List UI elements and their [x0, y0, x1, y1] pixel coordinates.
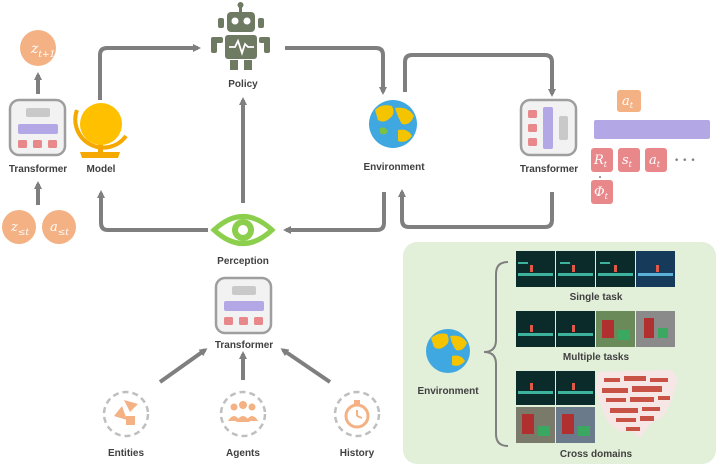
policy-label: Policy — [228, 79, 258, 90]
token-a-hist: a≤t — [42, 210, 76, 244]
multiple-tasks-label: Multiple tasks — [563, 352, 630, 363]
transformer-bottom-icon — [214, 276, 273, 335]
transformer-left-icon — [8, 98, 67, 157]
svg-text:Φt: Φt — [594, 185, 609, 201]
transformer-right-icon — [519, 98, 578, 157]
svg-text:st: st — [622, 153, 633, 169]
model-label: Model — [87, 164, 116, 175]
agents-icon — [219, 390, 267, 438]
arrow-model-to-policy — [98, 44, 201, 100]
token-ellipsis: • • • — [674, 156, 696, 166]
panel-earth-icon — [426, 329, 470, 373]
panel-environment-label: Environment — [417, 386, 479, 397]
svg-text:at: at — [622, 94, 634, 110]
multiple-tasks-thumbnails — [516, 311, 675, 347]
environment-label: Environment — [363, 162, 425, 173]
token-a-t-out: at — [617, 90, 641, 112]
token-s-t: st — [618, 148, 640, 172]
transformer-bottom-label: Transformer — [215, 340, 273, 351]
arrow-transformer-to-environment — [398, 189, 554, 229]
token-z-hist: z≤t — [2, 210, 36, 244]
robot-icon — [211, 2, 270, 70]
arrow-entities-to-transformer — [158, 348, 208, 384]
output-bar — [594, 120, 710, 139]
single-task-thumbnails — [516, 251, 675, 287]
svg-text:at: at — [649, 153, 661, 169]
token-a-t: at — [645, 148, 667, 172]
cross-domains-label: Cross domains — [560, 449, 633, 460]
earth-icon — [369, 100, 417, 148]
entities-icon — [102, 390, 150, 438]
eye-icon — [210, 214, 276, 246]
environment-panel: Environment Single task — [403, 242, 716, 464]
agents-label: Agents — [226, 448, 260, 459]
svg-text:zt+1: zt+1 — [30, 41, 55, 60]
svg-text:Rt: Rt — [593, 153, 608, 169]
history-label: History — [340, 448, 375, 459]
cross-domains-thumbnails — [516, 370, 678, 443]
arrow-history-to-transformer — [280, 348, 332, 384]
arrow-perception-to-model — [97, 190, 208, 232]
token-r-t: Rt — [591, 148, 613, 172]
entities-label: Entities — [108, 448, 145, 459]
panel-brace — [483, 261, 509, 447]
token-z-next: zt+1 — [20, 30, 56, 66]
svg-text:z≤t: z≤t — [10, 220, 29, 238]
single-task-label: Single task — [570, 292, 623, 303]
transformer-left-label: Transformer — [9, 164, 67, 175]
history-icon — [333, 390, 381, 438]
globe-icon — [73, 103, 128, 158]
arrow-environment-to-transformer — [403, 53, 556, 97]
token-phi-t: Φt — [591, 180, 613, 204]
svg-text:a≤t: a≤t — [50, 220, 69, 238]
transformer-right-label: Transformer — [520, 164, 578, 175]
arrow-policy-to-environment — [285, 46, 387, 95]
perception-label: Perception — [217, 256, 269, 267]
arrow-environment-to-perception — [283, 192, 386, 234]
